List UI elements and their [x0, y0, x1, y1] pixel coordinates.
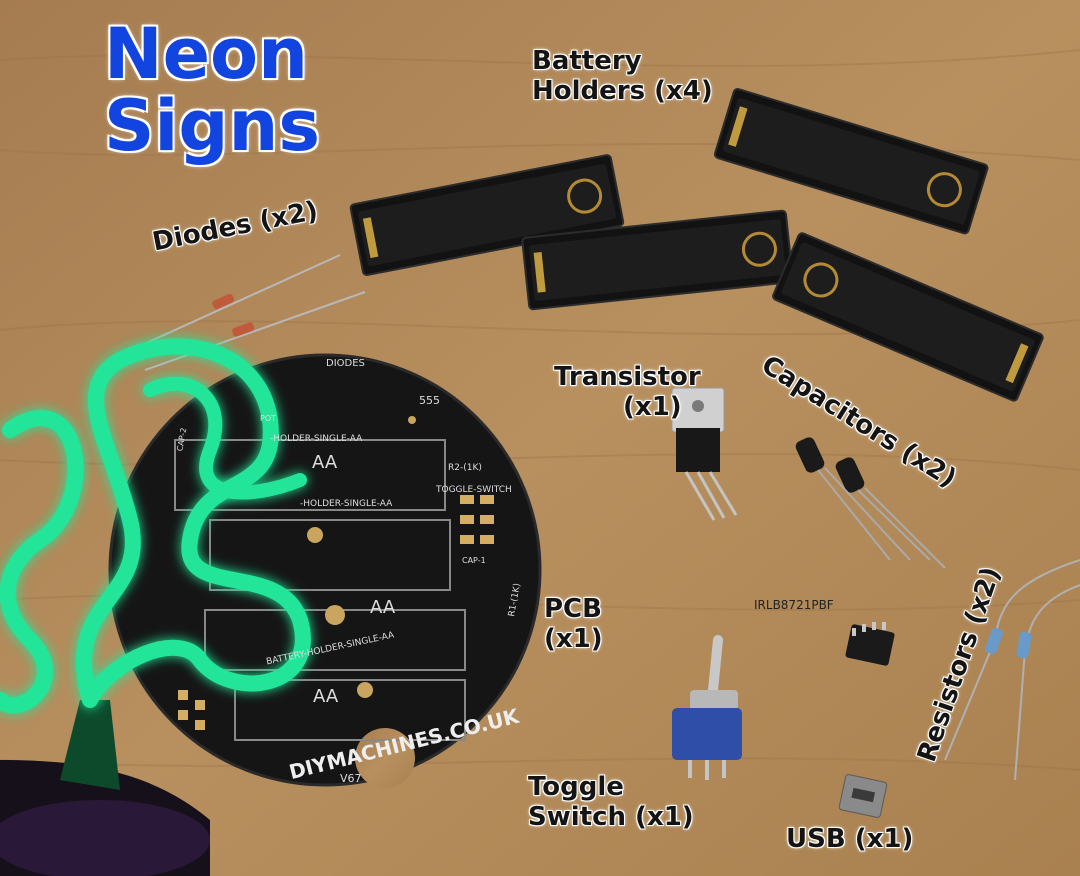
transistor-label: Transistor (x1) [554, 362, 701, 422]
pcb-r2-label: R2-(1K) [448, 463, 482, 473]
pcb-toggle-label: TOGGLE-SWITCH [436, 485, 512, 495]
capacitors [795, 437, 946, 569]
battery-holders-label: Battery Holders (x4) [532, 46, 713, 106]
transistor [671, 387, 738, 521]
pcb-label: PCB (x1) [544, 594, 603, 654]
pcb-diodes-label: DIODES [326, 358, 365, 369]
pcb-555-label: 555 [419, 394, 440, 407]
pcb-holder2-label: -HOLDER-SINGLE-AA [300, 499, 393, 509]
ic-part-label: IRLB8721PBF [754, 598, 834, 612]
pcb-holder1-label: -HOLDER-SINGLE-AA [270, 434, 363, 444]
page-title: Neon Signs [104, 18, 344, 162]
battery-holder-2 [521, 209, 794, 311]
usb-connector [838, 774, 888, 818]
toggle-switch-label: Toggle Switch (x1) [528, 772, 694, 832]
pcb-aa-label-3: AA [313, 686, 339, 707]
resistors [944, 559, 1080, 781]
pcb-cap1-label: CAP-1 [462, 556, 486, 565]
diodes [119, 254, 366, 371]
neon-sign [0, 338, 311, 876]
pcb-aa-label-2: AA [370, 597, 396, 618]
pcb-pot-label: POT [260, 414, 277, 423]
battery-holder-4 [772, 232, 1044, 402]
battery-holder-3 [713, 87, 989, 235]
title-line-1: Neon [104, 13, 308, 95]
title-line-2: Signs [104, 85, 321, 167]
pcb-version-label: V67 [340, 772, 362, 785]
pcb-pads [178, 495, 494, 730]
ic-chip [845, 622, 895, 666]
usb-label: USB (x1) [786, 824, 914, 854]
battery-holder-1 [349, 154, 625, 276]
pcb-aa-label-1: AA [312, 452, 338, 473]
toggle-switch [672, 635, 742, 780]
